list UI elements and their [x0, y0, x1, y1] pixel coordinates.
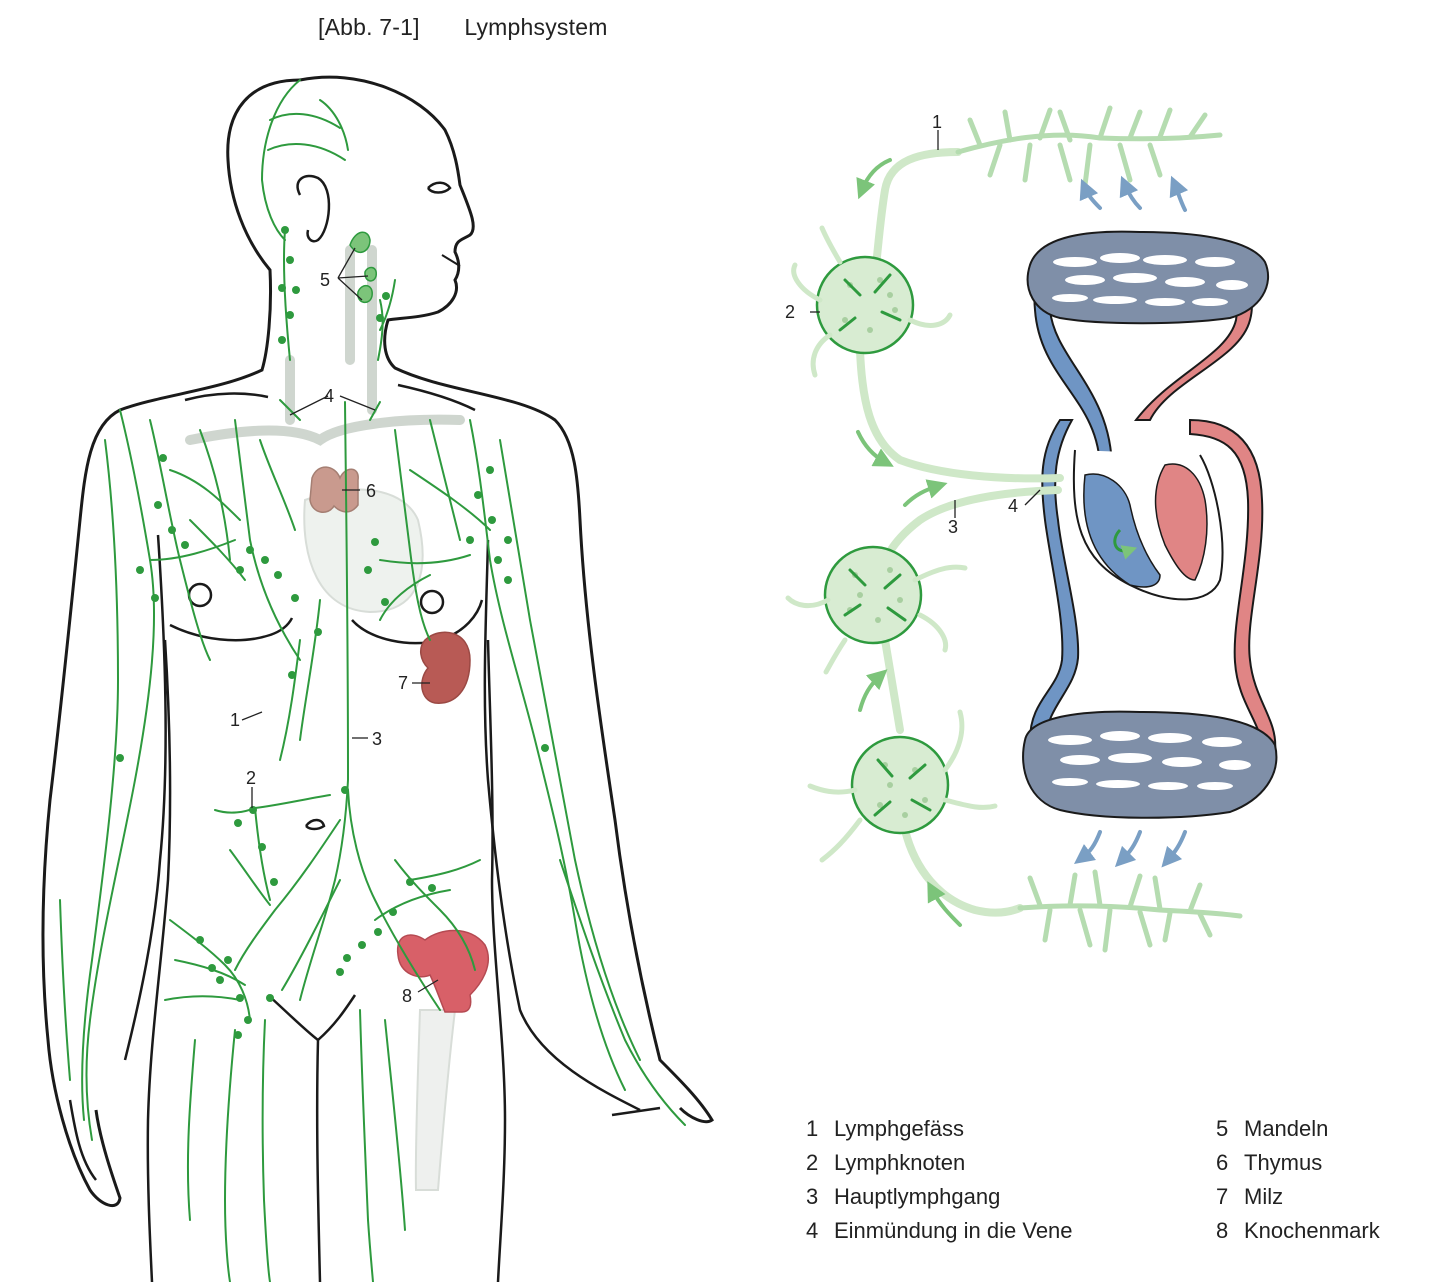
callout-5: 5	[320, 270, 330, 290]
lymph-node-1	[815, 255, 915, 355]
femur	[414, 1009, 457, 1191]
body-callouts	[241, 247, 439, 993]
lymph-node-2	[823, 545, 923, 645]
flow-lymph-vessels	[856, 148, 1064, 917]
body-outline	[41, 78, 301, 1208]
tonsil-middle	[364, 266, 377, 282]
callout-4: 4	[324, 386, 334, 406]
flow-callout-2: 2	[785, 302, 795, 322]
flow-diagram: 1 2 3 4	[785, 105, 1278, 953]
tonsil-upper	[349, 231, 371, 254]
heart-left-side	[1154, 463, 1208, 581]
lymph-capillaries-upper	[955, 105, 1223, 188]
body-lymph-nodes	[116, 226, 549, 1039]
figure-number: [Abb. 7-1]	[318, 14, 420, 40]
bone-marrow	[396, 929, 490, 1013]
callout-6: 6	[366, 481, 376, 501]
callout-7: 7	[398, 673, 408, 693]
callout-1: 1	[230, 710, 240, 730]
figure-title: [Abb. 7-1] Lymphsystem	[318, 14, 608, 41]
lymph-node-3	[850, 735, 950, 835]
lymph-capillaries-lower	[1017, 869, 1243, 953]
lymph-vessel-network	[59, 79, 686, 1282]
flow-callout-1: 1	[932, 112, 942, 132]
callout-2: 2	[246, 768, 256, 788]
callout-3: 3	[372, 729, 382, 749]
body-figure	[41, 75, 715, 1282]
vein-lower	[1028, 419, 1080, 741]
callout-8: 8	[402, 986, 412, 1006]
spleen	[420, 631, 471, 704]
flow-callout-3: 3	[948, 517, 958, 537]
flow-callout-4: 4	[1008, 496, 1018, 516]
tonsil-lower	[357, 284, 373, 304]
heart-right-side	[1083, 473, 1161, 588]
figure-title-text: Lymphsystem	[464, 14, 608, 40]
